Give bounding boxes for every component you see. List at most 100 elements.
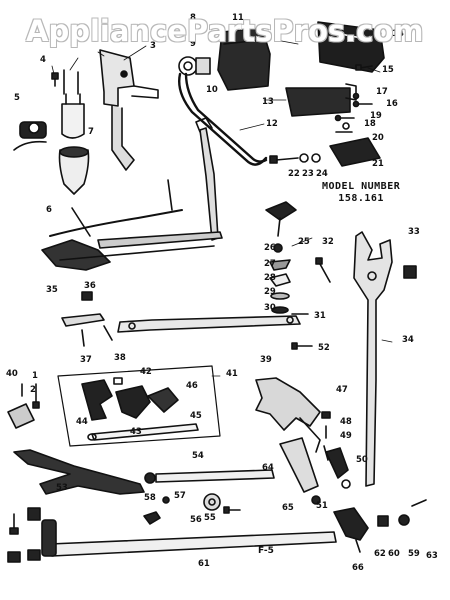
parts-1-2-screws (32, 383, 40, 409)
part-21-plate (329, 137, 381, 167)
parts-22-24-bolt (269, 153, 321, 164)
part-number-24: 24 (316, 169, 328, 179)
parts-left-screws (9, 507, 41, 535)
part-4-screw (51, 72, 59, 87)
part-number-63: 63 (426, 551, 438, 561)
part-39-rod (117, 315, 301, 333)
figure-label: F-5 (258, 546, 274, 556)
part-number-25: 25 (298, 237, 310, 247)
parts-59-63-hardware (7, 499, 427, 563)
part-54-rod (144, 469, 275, 484)
parts-25-31-stack (265, 201, 309, 315)
part-number-61: 61 (198, 559, 210, 569)
part-number-7: 7 (88, 127, 94, 137)
part-12-belt (178, 72, 268, 166)
part-47-bracket (255, 377, 331, 461)
part-number-18: 18 (364, 119, 376, 129)
part-number-45: 45 (190, 411, 202, 421)
part-33-nut (403, 265, 417, 279)
part-number-13: 13 (262, 97, 274, 107)
part-number-19: 19 (370, 111, 382, 121)
part-number-51: 51 (316, 501, 328, 511)
part-number-21: 21 (372, 159, 384, 169)
part-number-40: 40 (6, 369, 18, 379)
part-number-31: 31 (314, 311, 326, 321)
part-number-6: 6 (46, 205, 52, 215)
part-number-28: 28 (264, 273, 276, 283)
leader-lines (51, 33, 393, 377)
part-number-22: 22 (288, 169, 300, 179)
part-6-bulb (58, 146, 90, 195)
part-number-46: 46 (186, 381, 198, 391)
part-number-5: 5 (14, 93, 20, 103)
part-number-60: 60 (388, 549, 400, 559)
part-number-35: 35 (46, 285, 58, 295)
part-number-36: 36 (84, 281, 96, 291)
part-number-14: 14 (392, 29, 404, 39)
part-number-20: 20 (372, 133, 384, 143)
part-number-30: 30 (264, 303, 276, 313)
part-number-43: 43 (130, 427, 142, 437)
part-9-pulley (178, 56, 211, 76)
part-number-15: 15 (382, 65, 394, 75)
part-number-48: 48 (340, 417, 352, 427)
part-number-29: 29 (264, 287, 276, 297)
part-number-4: 4 (40, 55, 46, 65)
part-14-switch-box (317, 21, 385, 73)
part-number-38: 38 (114, 353, 126, 363)
part-number-57: 57 (174, 491, 186, 501)
part-number-55: 55 (204, 513, 216, 523)
part-number-42: 42 (140, 367, 152, 377)
model-heading: MODEL NUMBER (322, 181, 401, 192)
part-32-screw (315, 257, 331, 283)
parts-55-58-small (143, 493, 241, 525)
part-41-subassembly-box (57, 365, 221, 447)
part-number-8: 8 (190, 13, 196, 23)
part-number-58: 58 (144, 493, 156, 503)
part-number-2: 2 (30, 385, 36, 395)
part-number-26: 26 (264, 243, 276, 253)
part-number-56: 56 (190, 515, 202, 525)
part-15-screw (355, 64, 373, 71)
part-66-crank (333, 507, 369, 553)
part-5-socket (13, 121, 47, 151)
part-number-16: 16 (386, 99, 398, 109)
part-number-64: 64 (262, 463, 274, 473)
part-number-52: 52 (318, 343, 330, 353)
part-number-27: 27 (264, 259, 276, 269)
part-number-12: 12 (266, 119, 278, 129)
model-number-caption: MODEL NUMBER 158.161 (322, 181, 400, 205)
part-50-link (325, 447, 351, 489)
part-number-23: 23 (302, 169, 314, 179)
part-61-bar (41, 519, 337, 557)
part-53-frame (13, 449, 145, 495)
part-number-53: 53 (56, 483, 68, 493)
part-number-50: 50 (356, 455, 368, 465)
part-number-65: 65 (282, 503, 294, 513)
part-40-plate (7, 383, 35, 429)
part-11-motor (217, 27, 271, 91)
part-number-9: 9 (190, 39, 196, 49)
part-number-54: 54 (192, 451, 204, 461)
part-number-66: 66 (352, 563, 364, 573)
part-shaft-linkage (41, 117, 223, 271)
part-64-arm (279, 437, 321, 505)
part-number-32: 32 (322, 237, 334, 247)
part-3-bracket (99, 49, 159, 171)
part-52-screw (291, 342, 313, 350)
part-number-49: 49 (340, 431, 352, 441)
part-34-lever (353, 231, 393, 487)
part-number-47: 47 (336, 385, 348, 395)
part-number-62: 62 (374, 549, 386, 559)
part-number-11: 11 (232, 13, 244, 23)
site-watermark: AppliancePartsPros.com (26, 14, 424, 48)
part-number-1: 1 (32, 371, 38, 381)
model-number: 158.161 (338, 193, 384, 204)
parts-35-38-links (61, 291, 113, 347)
part-number-33: 33 (408, 227, 420, 237)
parts-16-20-screws (334, 92, 373, 133)
part-number-10: 10 (206, 85, 218, 95)
